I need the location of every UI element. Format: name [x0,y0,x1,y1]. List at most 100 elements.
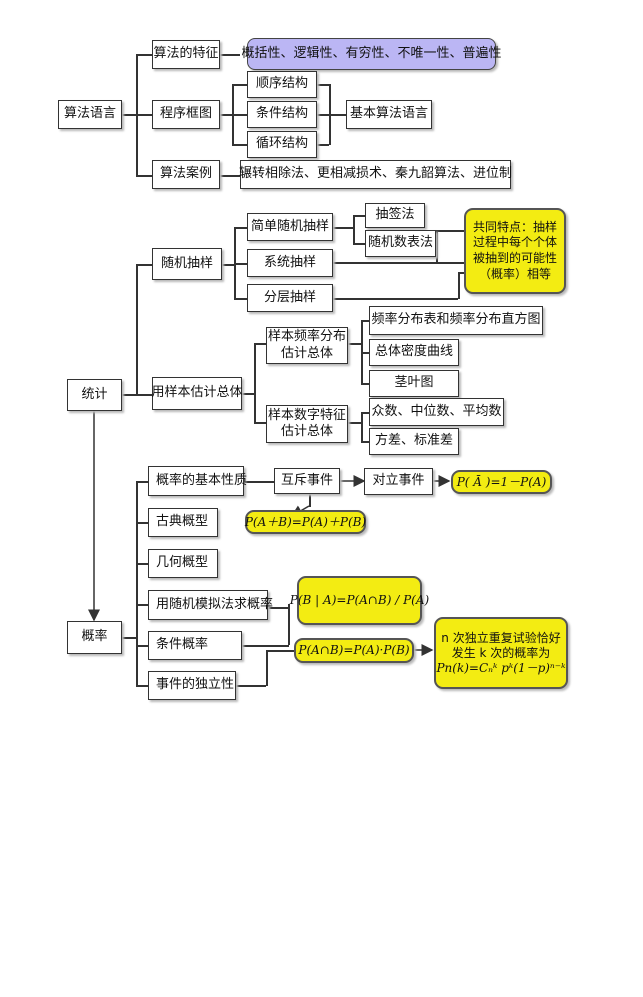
connector [353,215,355,244]
estimate-population-node: 用样本估计总体 [152,377,243,410]
connector [220,175,240,177]
independence-formula: P(A∩B)=P(A)·P(B) [294,638,414,663]
sequence-structure-node: 顺序结构 [247,71,317,98]
connector [361,412,369,414]
connector [254,343,256,423]
connector [122,394,136,396]
connector [317,144,329,146]
classical-probability-node: 古典概型 [148,508,218,537]
frequency-distribution-line: 估计总体 [280,345,333,361]
connector [353,243,365,245]
connector [348,422,361,424]
stem-leaf-plot-node: 茎叶图 [369,370,459,397]
connector [458,272,460,299]
connector [220,54,240,56]
statistics-node: 统计 [67,379,122,411]
connector [254,422,266,424]
connector [136,264,138,395]
connector [333,298,458,300]
algorithm-features-node: 算法的特征 [152,40,220,69]
connector [232,114,247,116]
connector [136,114,152,116]
connector [136,264,152,266]
connector [361,412,363,442]
connector [222,264,234,266]
mode-median-mean-node: 众数、中位数、平均数 [369,398,504,426]
connector [136,481,148,483]
random-number-table-node: 随机数表法 [365,230,436,257]
basic-properties-node: 概率的基本性质 [148,466,247,496]
lottery-method-node: 抽签法 [365,203,425,228]
connector [317,114,329,116]
connector [266,650,294,652]
connector [244,481,274,483]
bernoulli-line: 发生 k 次的概率为 [451,645,551,660]
bernoulli-note: n 次独立重复试验恰好 发生 k 次的概率为 Pn(k)=Cₙᵏ pᵏ(1－p)… [434,617,568,689]
numeric-features-line: 样本数字特征 [267,407,346,423]
numeric-features-line: 估计总体 [280,424,333,439]
connector [317,84,329,86]
connector [136,645,148,647]
connector [361,383,369,385]
condition-structure-node: 条件结构 [247,101,317,128]
bernoulli-formula: Pn(k)=Cₙᵏ pᵏ(1－p)ⁿ⁻ᵏ [436,660,566,675]
conditional-probability-node: 条件概率 [148,631,242,660]
geometric-probability-node: 几何概型 [148,549,218,578]
connector [220,114,232,116]
connector [232,84,247,86]
connector [136,394,152,396]
connector [136,522,148,524]
random-sampling-node: 随机抽样 [152,248,222,280]
connector [348,343,361,345]
connector [436,230,464,232]
frequency-distribution-node: 样本频率分布 估计总体 [266,327,348,364]
connector [136,685,148,687]
algorithm-cases-node: 算法案例 [152,160,220,189]
connector [333,262,464,264]
common-feature-line: 被抽到的可能性 [472,251,557,265]
connector [436,230,438,262]
stratified-sampling-node: 分层抽样 [247,284,333,312]
connector [361,352,369,354]
connector [242,645,289,647]
algorithm-language-node: 算法语言 [58,100,122,129]
loop-structure-node: 循环结构 [247,131,317,158]
common-feature-line: 共同特点：抽样 [472,219,557,234]
connector [136,604,148,606]
frequency-distribution-line: 样本频率分布 [267,329,346,345]
event-independence-node: 事件的独立性 [148,671,236,700]
bernoulli-line: n 次独立重复试验恰好 [441,630,561,645]
numeric-features-node: 样本数字特征 估计总体 [266,405,348,443]
connector [333,227,353,229]
connector [136,481,138,686]
flowchart-node: 程序框图 [152,100,220,129]
density-curve-node: 总体密度曲线 [369,339,459,366]
connector [361,441,369,443]
connector [136,54,152,56]
connector [136,563,148,565]
algorithm-cases-detail-node: 辗转相除法、更相减损术、秦九韶算法、进位制 [239,160,512,189]
connector [236,685,266,687]
complementary-event-node: 对立事件 [364,468,433,495]
connector [329,114,346,116]
connector [266,650,268,686]
common-feature-line: 过程中每个个体 [472,235,557,250]
connector [288,604,290,645]
mutually-exclusive-node: 互斥事件 [274,468,340,494]
connector [268,607,288,609]
simple-random-sampling-node: 简单随机抽样 [247,213,333,241]
connector [234,263,247,265]
basic-algorithm-language-node: 基本算法语言 [346,100,432,129]
union-formula: P(A＋B)=P(A)＋P(B) [245,510,366,534]
algorithm-features-detail-node: 概括性、逻辑性、有穷性、不唯一性、普遍性 [242,38,502,70]
complement-formula: P( Ā )=1－P(A) [451,470,552,494]
frequency-table-histogram-node: 频率分布表和频率分布直方图 [369,306,543,335]
probability-node: 概率 [67,621,122,654]
conditional-formula: P(B | A)=P(A∩B) / P(A) [290,576,429,625]
common-feature-line: （概率）相等 [478,266,551,281]
connector [254,343,266,345]
connector [122,637,136,639]
connector [458,272,464,274]
